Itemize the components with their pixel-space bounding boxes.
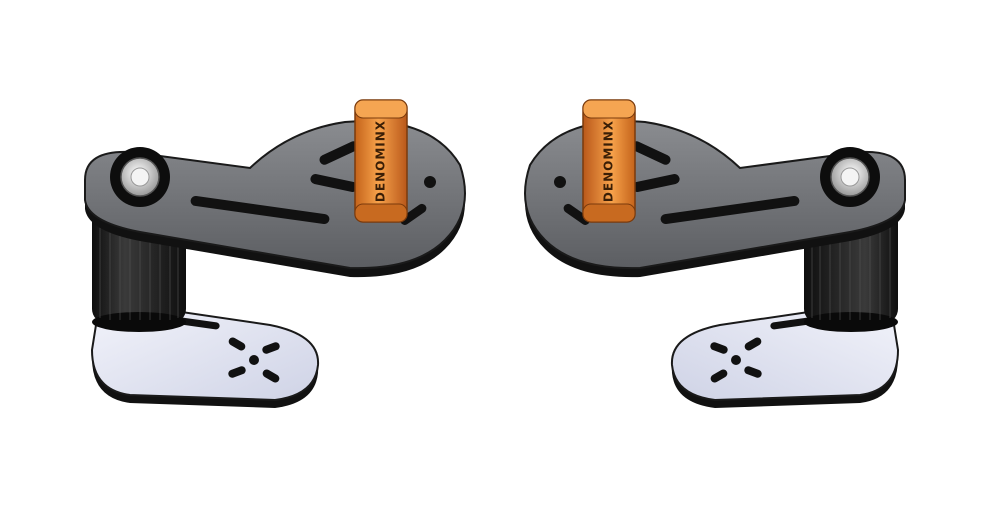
right-plate-slots bbox=[554, 141, 800, 225]
left-orange-clip: DENOMINX bbox=[354, 99, 408, 223]
right-bracket bbox=[524, 99, 906, 408]
right-orange-clip bbox=[582, 99, 636, 223]
left-clip-brand-text: DENOMINX bbox=[374, 120, 388, 202]
right-clip-brand-text: DENOMINX bbox=[602, 120, 616, 202]
right-mount-holes bbox=[710, 337, 762, 383]
left-bearing bbox=[110, 147, 170, 207]
left-mount-holes bbox=[228, 337, 280, 383]
right-bearing bbox=[820, 147, 880, 207]
left-bracket: DENOMINX bbox=[84, 99, 466, 408]
left-plate-slots bbox=[190, 141, 436, 225]
